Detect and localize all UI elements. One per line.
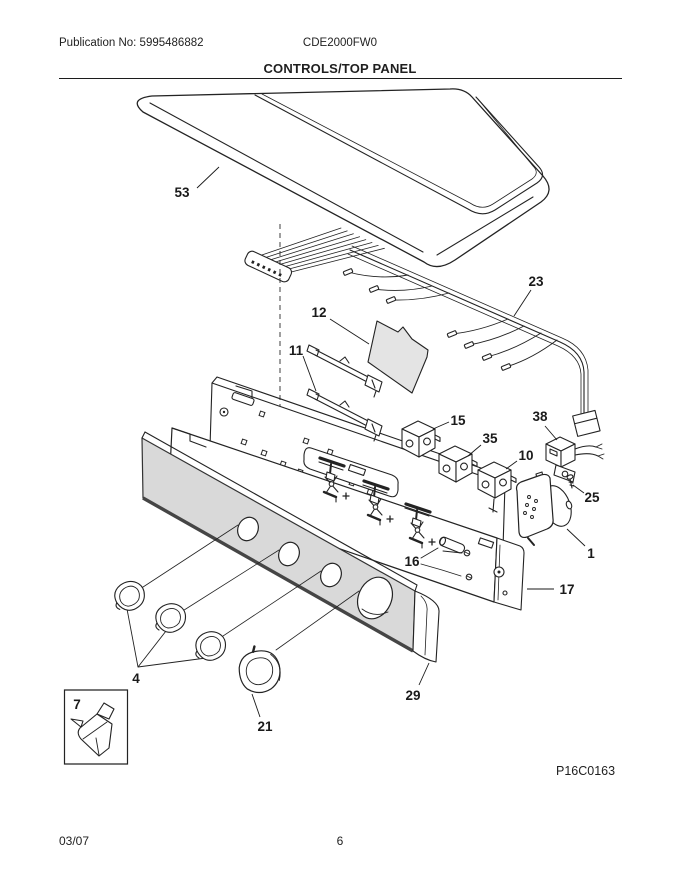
model-number: CDE2000FW0 [302, 37, 378, 49]
callout-29: 29 [405, 688, 420, 703]
callout-53: 53 [174, 185, 190, 200]
callout-leader-lines [197, 167, 585, 717]
console-front-panel-art [140, 432, 439, 662]
callout-7: 7 [73, 697, 81, 712]
top-panel-art [137, 89, 549, 267]
callout-4: 4 [132, 671, 140, 686]
section-title: CONTROLS/TOP PANEL [263, 61, 417, 76]
footer-page-number: 6 [336, 834, 344, 848]
callout-21: 21 [257, 719, 273, 734]
knob-art [112, 579, 227, 667]
clip-art [65, 690, 128, 764]
callout-11: 11 [289, 343, 304, 358]
publication-number: Publication No: 5995486882 [59, 37, 204, 49]
wiring-harness-art [342, 246, 600, 436]
callout-15: 15 [450, 413, 466, 428]
timer-knob-art [236, 643, 283, 695]
callout-23: 23 [528, 274, 544, 289]
callout-25: 25 [584, 490, 600, 505]
buzzer-art [546, 437, 604, 482]
console-screws-art [421, 536, 472, 580]
callout-38: 38 [532, 409, 548, 424]
callout-17: 17 [559, 582, 574, 597]
switch-art [401, 420, 517, 512]
callout-10: 10 [518, 448, 533, 463]
control-board-art [368, 321, 428, 393]
figure-code: P16C0163 [556, 764, 616, 778]
callout-labels: 53 23 12 11 15 35 10 38 25 1 17 16 29 21… [73, 185, 600, 734]
header-rule [59, 78, 622, 80]
callout-35: 35 [482, 431, 498, 446]
timer-art [517, 472, 577, 545]
callout-16: 16 [404, 554, 420, 569]
ribbon-cable-art [243, 228, 384, 283]
footer-date: 03/07 [59, 834, 90, 848]
callout-12: 12 [311, 305, 326, 320]
screw-art [566, 474, 573, 488]
callout-1: 1 [587, 546, 595, 561]
